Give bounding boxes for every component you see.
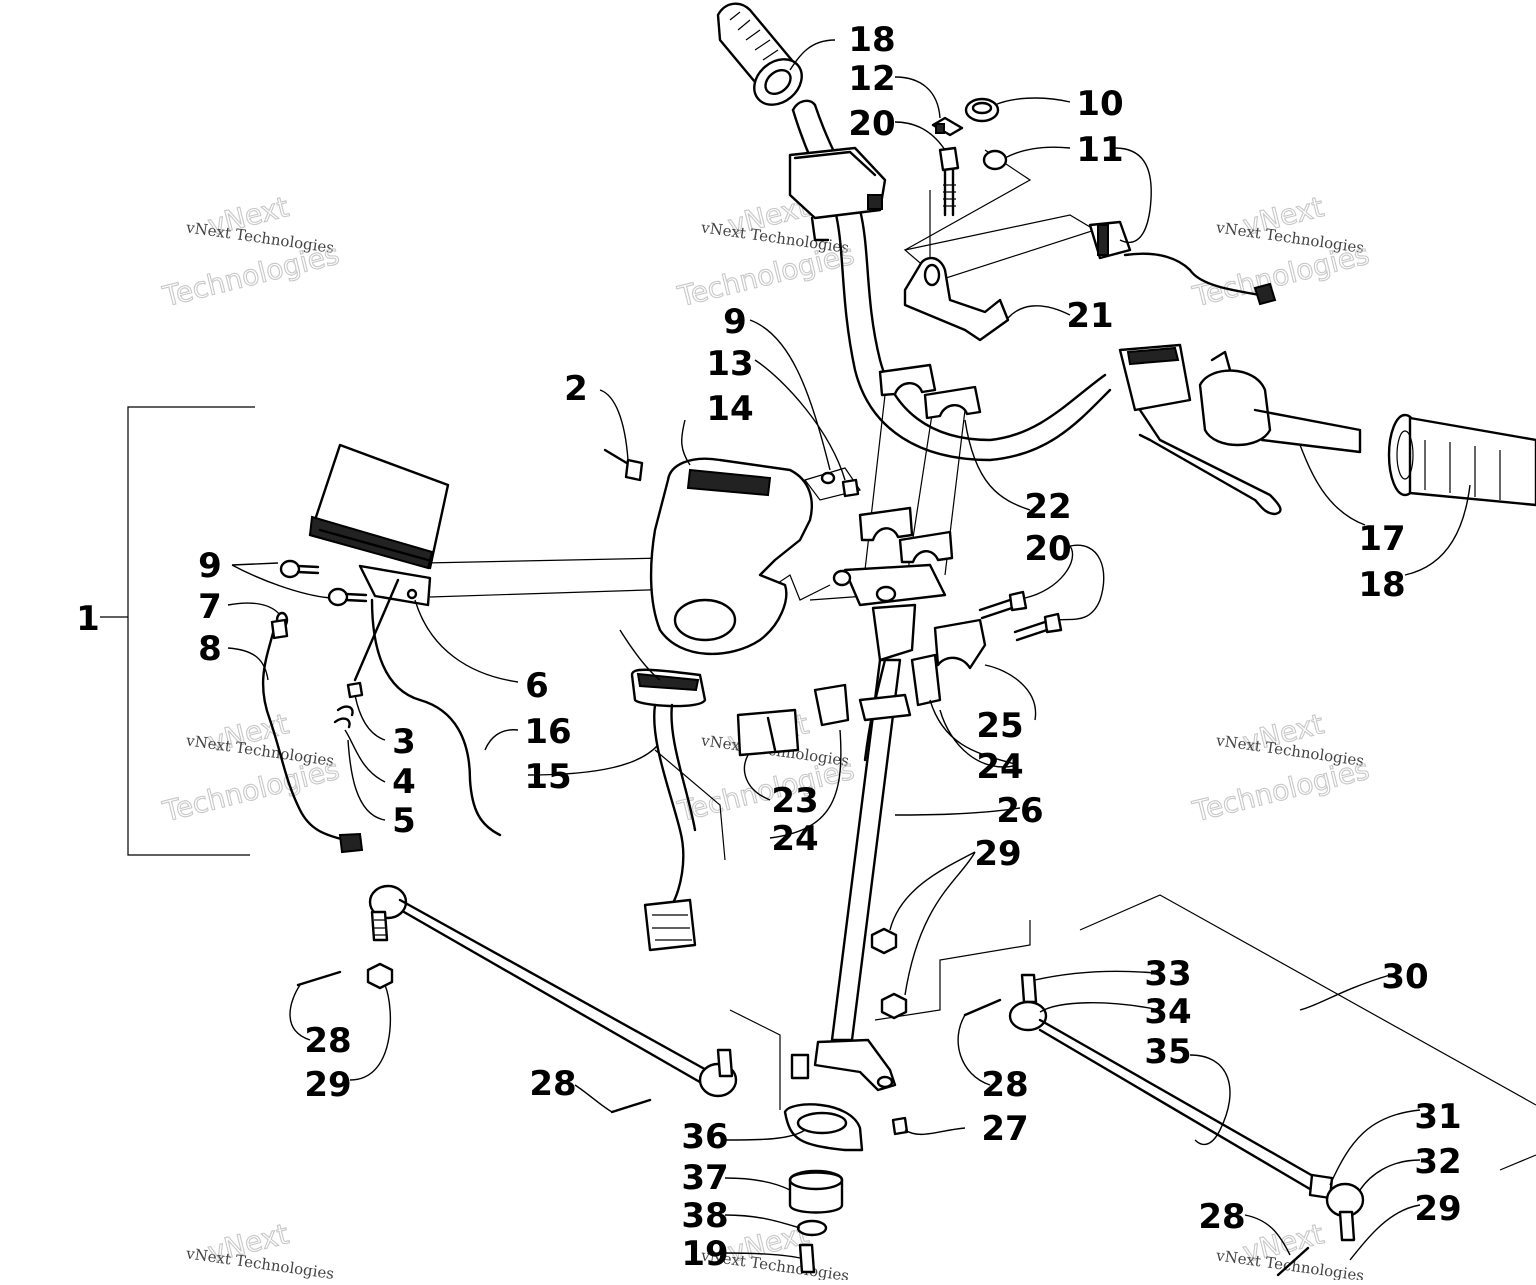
callout-7: 7 — [198, 587, 222, 627]
handlebar-clamps — [843, 363, 982, 607]
speedometer — [308, 443, 450, 607]
watermark: vNext vNext Technologies Technologies — [158, 707, 343, 829]
screw-13 — [820, 471, 860, 498]
callout-36: 36 — [681, 1117, 728, 1157]
callout-15: 15 — [524, 757, 571, 797]
cable-8 — [261, 618, 364, 854]
callout-12: 12 — [848, 59, 895, 99]
callout-20-mid: 20 — [1024, 529, 1071, 569]
callout-28-center: 28 — [529, 1064, 576, 1104]
callout-19: 19 — [681, 1234, 728, 1274]
tie-rod-left — [296, 884, 738, 1114]
callout-22: 22 — [1024, 487, 1071, 527]
callout-6: 6 — [525, 666, 549, 706]
explosion-lines — [424, 149, 1536, 1171]
svg-text:Technologies: Technologies — [674, 753, 857, 829]
screw-2 — [603, 448, 644, 482]
callout-13: 13 — [706, 344, 753, 384]
steering-cover — [649, 457, 813, 656]
callout-25: 25 — [976, 706, 1023, 746]
callout-10: 10 — [1076, 84, 1123, 124]
callout-21: 21 — [1066, 296, 1113, 336]
callout-16: 16 — [524, 712, 571, 752]
grip-right — [1387, 413, 1536, 507]
callout-30: 30 — [1381, 957, 1428, 997]
callout-33: 33 — [1144, 954, 1191, 994]
callout-18-right: 18 — [1358, 565, 1405, 605]
callout-9-left: 9 — [198, 546, 222, 586]
cable-16 — [370, 598, 502, 837]
callout-2: 2 — [564, 369, 588, 409]
callout-28-left: 28 — [304, 1021, 351, 1061]
ignition-parts — [931, 97, 1277, 306]
nuts-29 — [870, 927, 908, 1020]
callout-18-top: 18 — [848, 20, 895, 60]
callout-11: 11 — [1076, 130, 1123, 170]
callout-14: 14 — [706, 389, 753, 429]
steering-arm — [790, 1038, 897, 1092]
svg-text:Technologies: Technologies — [159, 238, 342, 314]
callout-8: 8 — [198, 629, 222, 669]
callout-28-bottom: 28 — [1198, 1197, 1245, 1237]
watermark: vNext vNext Technologies Technologies — [1188, 707, 1373, 829]
tie-rod-right — [963, 973, 1365, 1277]
leader-lines — [227, 39, 1471, 1261]
callout-29-right: 29 — [1414, 1189, 1461, 1229]
callout-29-left: 29 — [304, 1065, 351, 1105]
svg-text:Technologies: Technologies — [674, 238, 857, 314]
callout-24-left: 24 — [771, 819, 818, 859]
right-control-assembly — [1118, 343, 1362, 516]
left-switch-housing — [788, 146, 887, 242]
callout-23: 23 — [771, 781, 818, 821]
bracket-21 — [903, 256, 1010, 342]
screws-9-left — [279, 559, 368, 607]
callout-29-mid: 29 — [974, 834, 1021, 874]
callout-9-top: 9 — [723, 302, 747, 342]
indicator-light — [630, 668, 707, 952]
bolts-middle — [978, 590, 1063, 642]
callout-26: 26 — [996, 791, 1043, 831]
assembly-bracket — [100, 406, 255, 856]
bolt-top — [938, 146, 960, 217]
callout-5: 5 — [392, 801, 416, 841]
svg-text:Technologies: Technologies — [1189, 238, 1372, 314]
callout-32: 32 — [1414, 1142, 1461, 1182]
callout-27: 27 — [981, 1109, 1028, 1149]
small-parts-3-5 — [333, 578, 400, 729]
callout-31: 31 — [1414, 1097, 1461, 1137]
svg-text:Technologies: Technologies — [1189, 753, 1372, 829]
watermark: vNext vNext Technologies Technologies — [158, 190, 343, 314]
grip-left — [716, 2, 803, 106]
bearing-flange — [783, 1103, 909, 1152]
callout-20-top: 20 — [848, 104, 895, 144]
callout-38: 38 — [681, 1196, 728, 1236]
watermark: vNext vNext Technologies Technologies — [1188, 190, 1373, 314]
column-clamps — [736, 618, 987, 757]
watermark: vNext vNext Technologies — [184, 1217, 335, 1283]
callout-17: 17 — [1358, 519, 1405, 559]
callout-3: 3 — [392, 722, 416, 762]
callout-1: 1 — [76, 599, 100, 639]
callout-4: 4 — [392, 762, 416, 802]
callout-35: 35 — [1144, 1032, 1191, 1072]
callout-37: 37 — [681, 1158, 728, 1198]
callout-24-right: 24 — [976, 747, 1023, 787]
callout-28-right: 28 — [981, 1065, 1028, 1105]
callout-34: 34 — [1144, 992, 1191, 1032]
steering-post — [830, 569, 917, 1042]
lower-bushing — [788, 1169, 844, 1274]
svg-text:Technologies: Technologies — [159, 753, 342, 829]
callout-numbers: 1 2 3 4 5 6 7 8 9 9 10 11 12 13 14 15 16… — [76, 20, 1462, 1274]
